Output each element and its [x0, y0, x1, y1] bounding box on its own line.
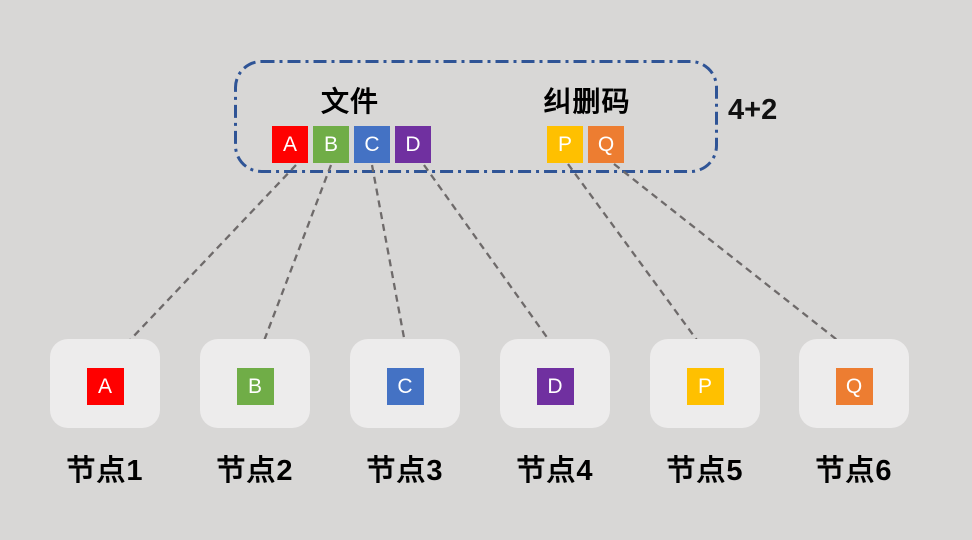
arrow-a-to-node1: [112, 164, 297, 359]
arrow-c-to-node3: [370, 164, 410, 355]
node-block-c: C: [386, 367, 424, 405]
node-label-6: 节点6: [815, 455, 893, 487]
node-block-q: Q: [835, 367, 873, 405]
file-group-label: 文件: [320, 86, 379, 117]
node-block-d: D: [536, 367, 574, 405]
erasure-code-group-label: 纠删码: [543, 86, 631, 117]
node-label-4: 节点4: [516, 455, 594, 487]
source-group-outline: [234, 60, 718, 173]
arrow-d-to-node4: [423, 164, 562, 358]
node-card-1: A: [50, 339, 160, 428]
data-block-b: B: [313, 126, 349, 163]
node-card-5: P: [650, 339, 760, 428]
node-label-3: 节点3: [366, 455, 444, 487]
arrow-p-to-node5: [567, 163, 711, 359]
node-block-b: B: [236, 367, 274, 405]
node-label-1: 节点1: [66, 455, 144, 487]
data-block-d: D: [395, 126, 431, 163]
node-card-2: B: [200, 339, 310, 428]
node-block-a: A: [86, 367, 124, 405]
arrow-q-to-node6: [613, 163, 861, 359]
node-label-5: 节点5: [666, 455, 744, 487]
data-block-a: A: [272, 126, 308, 163]
node-card-4: D: [500, 339, 610, 428]
parity-block-p: P: [547, 126, 583, 163]
scheme-label: 4+2: [728, 94, 778, 126]
node-card-3: C: [350, 339, 460, 428]
arrow-b-to-node2: [257, 164, 333, 355]
node-label-2: 节点2: [216, 455, 294, 487]
node-block-p: P: [686, 367, 724, 405]
data-block-c: C: [354, 126, 390, 163]
parity-block-q: Q: [588, 126, 624, 163]
node-card-6: Q: [799, 339, 909, 428]
